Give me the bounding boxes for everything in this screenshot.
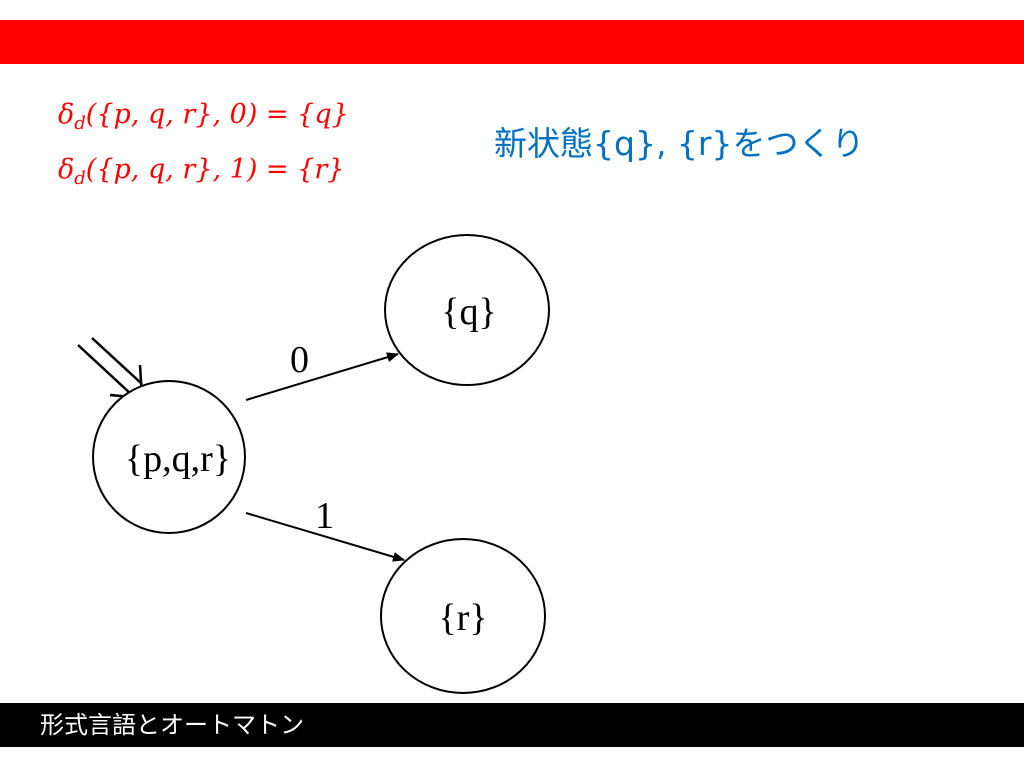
transition-formulas: δd({p, q, r}, 0) = {q} δd({p, q, r}, 1) … [58, 92, 349, 202]
state-label: {r} [438, 597, 487, 639]
state-circle [384, 234, 550, 386]
state-label: {p,q,r} [125, 438, 231, 480]
initial-arrow-shaft-upper [77, 344, 133, 396]
top-accent-bar [0, 20, 1024, 64]
formula-rest: ({p, q, r}, 1) = {r} [85, 154, 345, 185]
new-states-note: 新状態{q}, {r}をつくり [494, 124, 865, 163]
transition-label: 0 [290, 339, 309, 381]
state-circle [380, 538, 546, 694]
transition-label: 1 [315, 495, 334, 537]
formula-rest: ({p, q, r}, 0) = {q} [85, 99, 349, 130]
formula-subscript: d [74, 113, 86, 134]
transition-1: 1 [245, 495, 405, 562]
state-circle [92, 380, 246, 534]
footer-title: 形式言語とオートマトン [40, 711, 304, 739]
state-q: {q} [384, 234, 550, 386]
formula-line-1: δd({p, q, r}, 1) = {r} [58, 147, 349, 202]
formula-line-0: δd({p, q, r}, 0) = {q} [58, 92, 349, 147]
initial-state-arrow [77, 337, 144, 400]
automaton-diagram: 0 1 {p,q,r} {q} {r} [77, 234, 550, 694]
state-label: {q} [441, 291, 496, 333]
state-pqr: {p,q,r} [92, 380, 246, 534]
formula-delta: δ [58, 99, 75, 130]
transition-arrow [245, 512, 405, 562]
state-r: {r} [380, 538, 546, 694]
transition-arrow [245, 352, 399, 401]
formula-delta: δ [58, 154, 75, 185]
transition-0: 0 [245, 339, 399, 401]
initial-arrow-shaft-lower [91, 337, 143, 385]
formula-subscript: d [74, 168, 86, 189]
footer-bar [0, 703, 1024, 747]
